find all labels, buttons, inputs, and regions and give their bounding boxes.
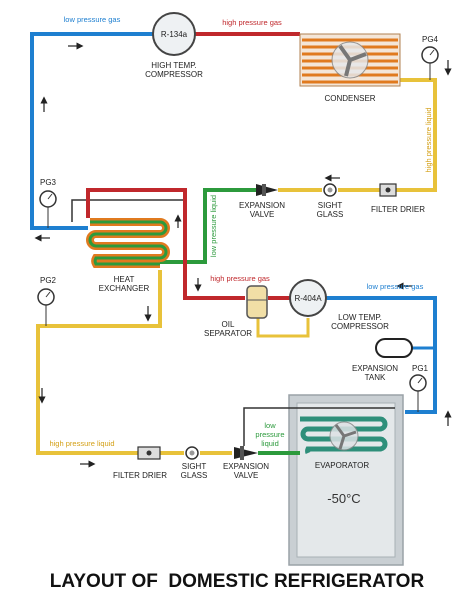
oil-separator bbox=[246, 285, 268, 319]
high-temp-compressor-label-2: COMPRESSOR bbox=[145, 70, 203, 79]
expansion-valve-bottom-label-2: VALVE bbox=[234, 471, 259, 480]
temperature-label: -50°C bbox=[327, 491, 360, 506]
sight-glass-top-label-2: GLASS bbox=[317, 210, 344, 219]
pipe-label-high-pressure-liquid-right: high pressure liquid bbox=[424, 107, 433, 172]
expansion-tank bbox=[375, 338, 413, 358]
pg1-label: PG1 bbox=[412, 364, 429, 373]
pressure-gauge-pg4 bbox=[421, 46, 439, 80]
pipe-label-low-pressure-liquid-evap-1: low bbox=[264, 421, 276, 430]
bulb-line bbox=[243, 407, 395, 446]
heat-exchanger-label-2: EXCHANGER bbox=[99, 284, 150, 293]
filter-drier-top-label: FILTER DRIER bbox=[371, 205, 425, 214]
sight-glass-bottom bbox=[185, 446, 199, 460]
refrigerant-label-bottom: R-404A bbox=[294, 294, 322, 303]
pipe-label-high-pressure-gas-mid: high pressure gas bbox=[210, 274, 270, 283]
high-temp-compressor: R-134a bbox=[152, 12, 196, 56]
pipe-low-pressure-gas-top bbox=[30, 32, 155, 230]
pipe-low-pressure-liquid bbox=[160, 188, 256, 264]
pipe-label-high-pressure-liquid-bottom: high pressure liquid bbox=[49, 439, 114, 448]
pipe-label-low-pressure-liquid: low pressure liquid bbox=[209, 195, 218, 257]
pressure-gauge-pg3 bbox=[39, 190, 57, 228]
pipe-high-pressure-gas-mid bbox=[86, 188, 245, 300]
evaporator bbox=[300, 416, 388, 454]
low-temp-compressor-label-1: LOW TEMP. bbox=[338, 313, 382, 322]
pg2-label: PG2 bbox=[40, 276, 57, 285]
heat-exchanger bbox=[86, 218, 170, 268]
filter-drier-bottom bbox=[137, 446, 161, 460]
sight-glass-top bbox=[323, 183, 337, 197]
pg3-label: PG3 bbox=[40, 178, 57, 187]
heat-exchanger-label-1: HEAT bbox=[114, 275, 135, 284]
oil-separator-label-1: OIL bbox=[222, 320, 235, 329]
pipe-high-pressure-liquid-right bbox=[395, 78, 437, 192]
pipe-label-low-pressure-gas-top: low pressure gas bbox=[64, 15, 121, 24]
expansion-valve-top-label-1: EXPANSION bbox=[239, 201, 285, 210]
pipe-oil-return bbox=[256, 318, 310, 338]
pg4-label: PG4 bbox=[422, 35, 439, 44]
filter-drier-bottom-label: FILTER DRIER bbox=[113, 471, 167, 480]
diagram-title: LAYOUT OF DOMESTIC REFRIGERATOR bbox=[50, 571, 425, 592]
pipe-label-high-pressure-gas-top: high pressure gas bbox=[222, 18, 282, 27]
sight-glass-bottom-label-1: SIGHT bbox=[182, 462, 207, 471]
expansion-tank-label-2: TANK bbox=[365, 373, 386, 382]
pipe-high-pressure-liquid-bottom bbox=[36, 270, 162, 455]
pipe-label-low-pressure-liquid-evap-3: liquid bbox=[261, 439, 279, 448]
expansion-valve-bottom-label-1: EXPANSION bbox=[223, 462, 269, 471]
pipe-label-low-pressure-gas-mid: low pressure gas bbox=[367, 282, 424, 291]
pressure-gauge-pg2 bbox=[37, 288, 55, 326]
pipe-low-pressure-gas-mid bbox=[326, 296, 437, 414]
oil-separator-label-2: SEPARATOR bbox=[204, 329, 252, 338]
condenser-label: CONDENSER bbox=[324, 94, 375, 103]
low-temp-compressor-label-2: COMPRESSOR bbox=[331, 322, 389, 331]
refrigerant-label-top: R-134a bbox=[161, 30, 188, 39]
pipe-label-low-pressure-liquid-evap-2: pressure bbox=[255, 430, 284, 439]
expansion-tank-label-1: EXPANSION bbox=[352, 364, 398, 373]
expansion-valve-top-label-2: VALVE bbox=[250, 210, 275, 219]
expansion-valve-bottom bbox=[234, 446, 258, 460]
expansion-valve-top bbox=[256, 184, 278, 196]
high-temp-compressor-label-1: HIGH TEMP. bbox=[151, 61, 197, 70]
condenser bbox=[299, 33, 401, 87]
pressure-gauge-pg1 bbox=[409, 374, 427, 412]
low-temp-compressor: R-404A bbox=[289, 279, 327, 317]
sight-glass-top-label-1: SIGHT bbox=[318, 201, 343, 210]
evaporator-label: EVAPORATOR bbox=[315, 461, 369, 470]
sight-glass-bottom-label-2: GLASS bbox=[181, 471, 208, 480]
filter-drier-top bbox=[379, 183, 397, 197]
